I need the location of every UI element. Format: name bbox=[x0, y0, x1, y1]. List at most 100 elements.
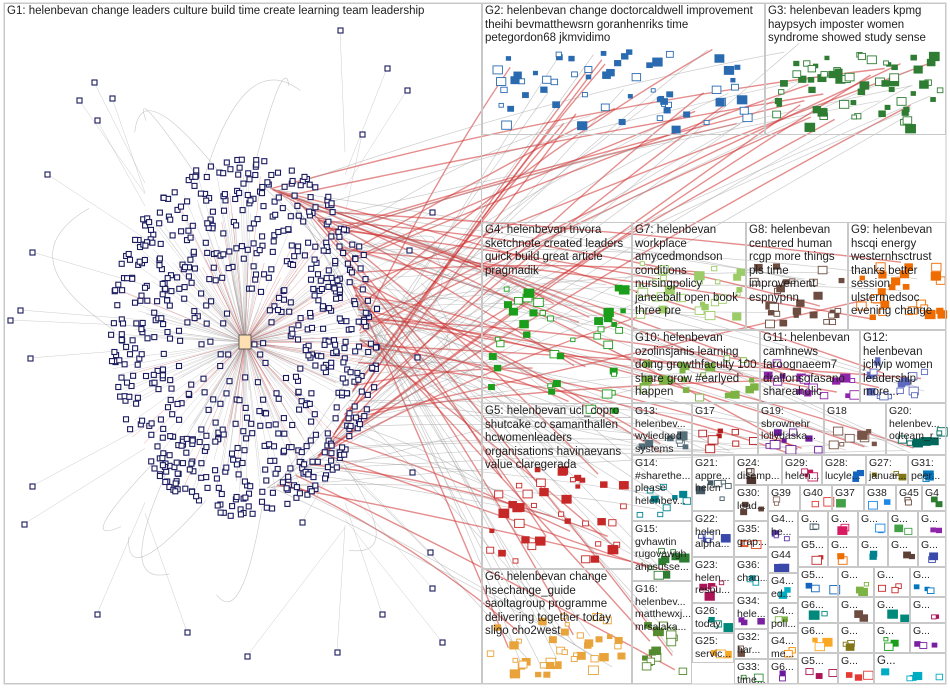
group-box-g34: G34: hele... bbox=[734, 593, 768, 629]
node bbox=[306, 400, 313, 407]
node bbox=[223, 390, 230, 397]
node bbox=[811, 555, 822, 565]
edge-line bbox=[244, 341, 334, 441]
group-box-g37: G37 bbox=[832, 485, 864, 511]
node bbox=[854, 610, 864, 618]
edge-line bbox=[244, 341, 281, 478]
node bbox=[196, 438, 203, 446]
group-label: G12: helenbevan jchyip women leadership … bbox=[863, 332, 933, 398]
group-label: G... bbox=[801, 513, 818, 525]
node bbox=[590, 555, 600, 563]
edge-line bbox=[244, 341, 279, 402]
node bbox=[147, 226, 155, 233]
node bbox=[126, 393, 133, 400]
node bbox=[597, 518, 606, 526]
node bbox=[311, 256, 318, 263]
node bbox=[930, 97, 936, 102]
node bbox=[150, 371, 157, 378]
group-label: G39 bbox=[771, 487, 791, 499]
node bbox=[144, 335, 151, 342]
node bbox=[627, 94, 633, 99]
node bbox=[808, 86, 816, 94]
node bbox=[160, 321, 167, 328]
node bbox=[333, 404, 340, 411]
node bbox=[805, 582, 813, 589]
node bbox=[289, 421, 296, 429]
group-label: G... bbox=[841, 569, 858, 581]
edge-line bbox=[314, 459, 660, 496]
node bbox=[789, 428, 798, 436]
node bbox=[772, 359, 782, 367]
edge-line bbox=[353, 288, 558, 660]
node bbox=[126, 256, 134, 263]
edge-line bbox=[244, 341, 278, 436]
node bbox=[809, 311, 818, 319]
node bbox=[121, 361, 128, 368]
node bbox=[265, 274, 272, 281]
node bbox=[229, 503, 236, 510]
edge-line bbox=[244, 341, 336, 436]
node bbox=[503, 301, 513, 309]
edge-line bbox=[153, 341, 246, 448]
node bbox=[719, 496, 725, 501]
node bbox=[154, 298, 161, 305]
edge-line bbox=[331, 236, 925, 392]
node bbox=[312, 362, 319, 369]
node bbox=[289, 330, 296, 337]
node bbox=[214, 502, 221, 509]
node bbox=[308, 418, 315, 425]
node bbox=[595, 541, 602, 547]
node bbox=[91, 79, 98, 86]
edge-line bbox=[357, 271, 830, 309]
node bbox=[834, 68, 843, 76]
node bbox=[512, 503, 522, 512]
node bbox=[534, 536, 546, 546]
node bbox=[226, 378, 233, 385]
node bbox=[175, 327, 183, 334]
node bbox=[332, 341, 339, 348]
node bbox=[203, 474, 210, 481]
edge-line bbox=[244, 277, 281, 343]
edge-line bbox=[244, 292, 279, 343]
node bbox=[646, 487, 654, 494]
node bbox=[662, 504, 671, 512]
node bbox=[732, 312, 742, 321]
node bbox=[779, 670, 786, 676]
node bbox=[157, 240, 164, 247]
node bbox=[203, 320, 210, 327]
node bbox=[752, 579, 760, 586]
node bbox=[185, 227, 192, 234]
edge-line bbox=[198, 323, 246, 343]
node bbox=[539, 310, 546, 316]
node bbox=[362, 276, 369, 283]
node bbox=[711, 85, 722, 94]
group-box-g1: G1: helenbevan change leaders culture bu… bbox=[4, 3, 482, 684]
edge-line bbox=[134, 329, 246, 343]
node bbox=[600, 103, 610, 112]
node bbox=[186, 466, 193, 473]
edge-line bbox=[229, 193, 246, 343]
group-box-g6c: G6... bbox=[768, 659, 798, 684]
node bbox=[292, 373, 300, 380]
node bbox=[142, 242, 149, 249]
node bbox=[772, 263, 781, 270]
node bbox=[639, 261, 645, 266]
node bbox=[159, 462, 166, 469]
edge-line bbox=[359, 340, 649, 567]
edge-line bbox=[308, 210, 902, 263]
node bbox=[626, 49, 633, 55]
node bbox=[820, 71, 828, 78]
node bbox=[849, 378, 856, 383]
node bbox=[315, 297, 322, 304]
node bbox=[167, 433, 174, 440]
node bbox=[878, 271, 887, 279]
group-label: G... bbox=[891, 539, 908, 551]
node bbox=[193, 493, 200, 500]
edge-line bbox=[335, 243, 675, 497]
node bbox=[189, 222, 196, 229]
group-label: G23: helen... resou... bbox=[695, 559, 731, 596]
node bbox=[585, 74, 592, 80]
node bbox=[778, 89, 785, 95]
node bbox=[275, 395, 282, 402]
